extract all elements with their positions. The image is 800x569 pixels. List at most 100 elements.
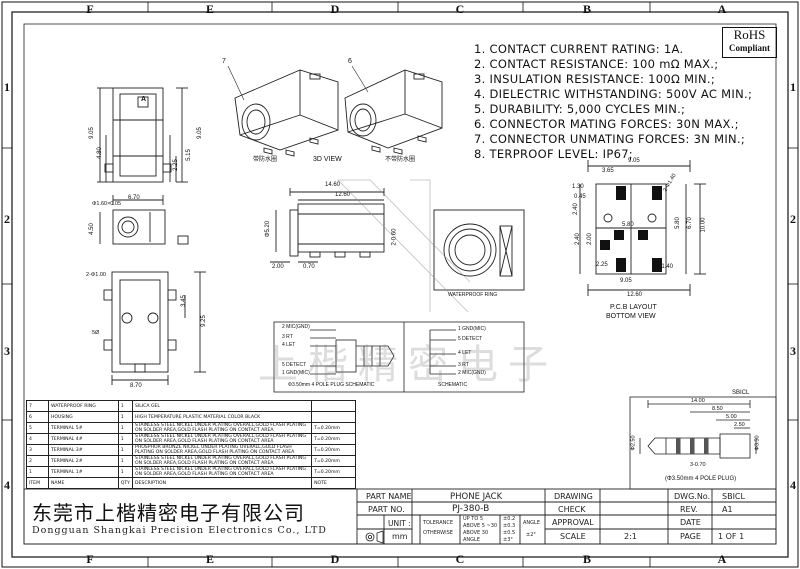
plug-schematic-label: Φ3.50mm 4 POLE PLUG SCHEMATIC	[288, 382, 375, 388]
zone-col-f: F	[86, 2, 94, 16]
dim-pcb-045: 0.45	[574, 194, 586, 200]
dim-front-225: 2.25	[172, 159, 179, 171]
check-label: CHECK	[558, 505, 586, 514]
dim-pcb-905: 9.05	[628, 158, 640, 164]
zone-col-e-bottom: E	[205, 552, 214, 566]
waterproof-ring-label: WATERPROOF RING	[448, 292, 498, 298]
zone-col-a: A	[717, 2, 727, 16]
bom-cell: 1	[117, 400, 133, 412]
dim-front-905b: 9.05	[196, 127, 203, 139]
bom-cell: TERMINAL 3#	[47, 444, 119, 456]
bom-cell: T=0.20mm	[311, 466, 356, 478]
spec-line-6: 6. CONNECTOR MATING FORCES: 30N MAX.;	[474, 117, 739, 131]
dim-plug-850: 8.50	[712, 406, 723, 412]
dim-front-width: 6.70	[128, 195, 140, 201]
unit-label: UNIT :	[388, 519, 411, 528]
dim-plug-phi250: Φ2.50	[630, 435, 637, 451]
zone-row-1-right: 1	[790, 80, 796, 94]
bom-cell: NOTE	[311, 477, 356, 489]
bom-cell: SILICA GEL	[131, 400, 313, 412]
dim-front-515: 5.15	[185, 149, 192, 161]
sch-left-3: 4 LET	[282, 342, 296, 348]
bom-cell: STAINLESS STEEL NICKEL UNDER PLATING OVE…	[131, 433, 313, 445]
rev-value: A1	[722, 505, 733, 514]
watermark-graphic	[337, 179, 471, 313]
dim-pcb-670: 6.70	[686, 217, 693, 229]
bom-cell: 1	[117, 466, 133, 478]
dim-plug-500: 5.00	[726, 414, 737, 420]
schematic-label: SCHEMATIC	[438, 382, 468, 388]
bom-cell: HOUSING	[47, 411, 119, 423]
projection-symbol	[365, 530, 384, 544]
side-section-view	[99, 209, 189, 245]
zone-col-a-bottom: A	[717, 552, 727, 566]
bom-cell: STAINLESS STEEL NICKEL UNDER PLATING OVE…	[131, 422, 313, 434]
dim-side-phi520: Φ5.20	[265, 220, 272, 238]
bom-cell: ITEM	[26, 477, 49, 489]
company-name-en: Dongguan Shangkai Precision Electronics …	[32, 525, 327, 536]
zone-col-b: B	[582, 2, 591, 16]
dim-bottom-hole: 2-Φ1.00	[86, 272, 106, 278]
angle-value: ±2°	[526, 532, 536, 538]
angle-label: ANGLE	[523, 520, 540, 526]
tol-angle: ANGLE	[463, 537, 480, 543]
bom-cell: STAINLESS STEEL NICKEL UNDER PLATING OVE…	[131, 466, 313, 478]
tol-30: ABOVE 30	[463, 530, 489, 536]
dim-pcb-365: 3.65	[602, 168, 614, 174]
spec-line-1: 1. CONTACT CURRENT RATING: 1A.	[474, 42, 684, 56]
sch-right-4: 3 RT	[458, 362, 469, 368]
rev-label: REV.	[680, 505, 698, 514]
otherwise-label: OTHERWISE	[423, 530, 453, 536]
tol-30-value: ±0.5	[503, 530, 516, 536]
zone-col-e: E	[205, 2, 214, 16]
bom-cell: 1	[117, 422, 133, 434]
dwg-value: SBICL	[722, 492, 745, 501]
bom-cell: 3	[26, 444, 49, 456]
bom-cell: 1	[117, 444, 133, 456]
zone-col-d: D	[330, 2, 340, 16]
bom-cell: STAINLESS STEEL NICKEL UNDER PLATING OVE…	[131, 455, 313, 467]
dim-pcb-1000: 10.00	[700, 217, 707, 233]
rohs-badge: RoHS Compliant	[722, 27, 777, 58]
without-ring-label: 不带防水圈	[385, 157, 416, 163]
pcb-layout-label: P.C.B LAYOUT	[610, 304, 657, 311]
front-view	[97, 87, 188, 205]
unit-value: mm	[392, 532, 408, 541]
sch-left-1: 2 MIC(GND)	[282, 324, 310, 330]
bom-cell: T=0.20mm	[311, 433, 356, 445]
spec-line-2: 2. CONTACT RESISTANCE: 100 mΩ MAX.;	[474, 57, 719, 71]
dim-hole-note: Φ1.60×0.05	[92, 201, 122, 207]
dim-pcb-1260: 12.60	[627, 292, 643, 298]
part-no-label: PART NO.	[368, 505, 405, 514]
spec-line-5: 5. DURABILITY: 5,000 CYCLES MIN.;	[474, 102, 686, 116]
dim-front-480: 4.80	[96, 147, 103, 159]
bom-cell: NAME	[47, 477, 119, 489]
tol-5-30-value: ±0.3	[503, 523, 516, 529]
zone-row-4-right: 4	[790, 478, 796, 492]
scale-label: SCALE	[560, 532, 586, 541]
bom-cell: T=0.20mm	[311, 422, 356, 434]
bom-cell: 1	[117, 455, 133, 467]
bom-cell: 1	[26, 466, 49, 478]
plug-sbicl-label: SBICL	[732, 390, 750, 396]
waterproof-ring-view	[433, 209, 525, 291]
3d-view-label: 3D VIEW	[313, 156, 342, 163]
zone-col-b-bottom: B	[582, 552, 591, 566]
bom-cell: 1	[117, 433, 133, 445]
spec-line-4: 4. DIELECTRIC WITHSTANDING: 500V AC MIN.…	[474, 87, 753, 101]
dim-pcb-240b: 2.40	[574, 233, 581, 245]
bom-cell: TERMINAL 5#	[47, 422, 119, 434]
bom-cell: T=0.20mm	[311, 444, 356, 456]
plug-title: (Φ3.50mm 4 POLE PLUG)	[665, 476, 737, 482]
dim-side-070: 0.70	[303, 264, 315, 270]
callout-6: 6	[348, 58, 352, 65]
bom-cell: T=0.20mm	[311, 455, 356, 467]
dim-pcb-130: 1.30	[572, 184, 584, 190]
bom-cell: PHOSPHOR BRONZE NICKEL UNDER PLATING OVE…	[131, 444, 313, 456]
bom-cell: 6	[26, 411, 49, 423]
